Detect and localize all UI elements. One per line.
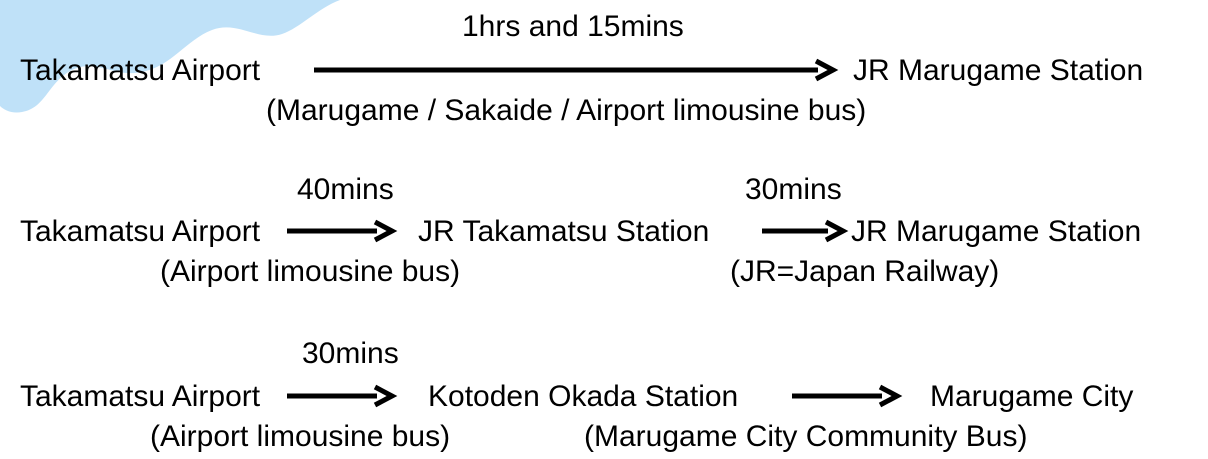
route1-destination: JR Marugame Station (853, 54, 1144, 87)
route3-transfer-station: Kotoden Okada Station (428, 380, 739, 413)
route2-origin: Takamatsu Airport (20, 215, 261, 248)
route2-arrow-1 (287, 219, 398, 243)
route2-destination: JR Marugame Station (851, 215, 1142, 248)
route3-arrow-2 (792, 384, 903, 408)
route2-leg1-via: (Airport limousine bus) (160, 255, 461, 288)
route1-origin: Takamatsu Airport (20, 54, 261, 87)
route1-via: (Marugame / Sakaide / Airport limousine … (266, 94, 867, 127)
route3-leg1-via: (Airport limousine bus) (150, 420, 451, 453)
route1-duration: 1hrs and 15mins (462, 10, 684, 43)
route3-leg1-duration: 30mins (302, 337, 399, 370)
route3-origin: Takamatsu Airport (20, 380, 261, 413)
route2-leg1-duration: 40mins (297, 173, 394, 206)
route1-arrow (314, 58, 839, 82)
route2-arrow-2 (762, 219, 849, 243)
route3-leg2-via: (Marugame City Community Bus) (584, 420, 1028, 453)
background-blob (0, 0, 340, 113)
route2-transfer-station: JR Takamatsu Station (418, 215, 710, 248)
route3-arrow-1 (287, 384, 398, 408)
route2-leg2-via: (JR=Japan Railway) (730, 255, 1000, 288)
route2-leg2-duration: 30mins (745, 173, 842, 206)
route3-destination: Marugame City (930, 380, 1134, 413)
